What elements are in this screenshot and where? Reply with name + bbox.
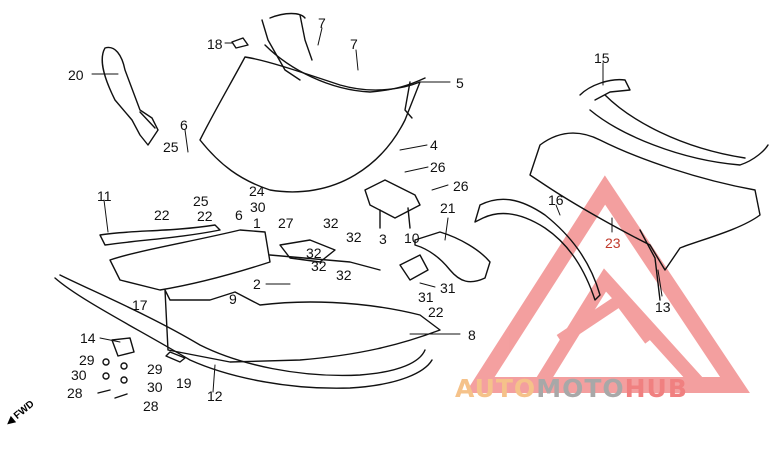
right-cowl <box>529 78 769 301</box>
part-number-20: 20 <box>68 67 84 83</box>
part-number-22: 22 <box>197 208 213 224</box>
part-number-6: 6 <box>180 117 188 133</box>
watermark-text: AUTOMOTOHUB <box>455 374 688 403</box>
part-number-29: 29 <box>147 361 163 377</box>
part-number-22: 22 <box>154 207 170 223</box>
part-number-1: 1 <box>253 215 261 231</box>
part-number-10: 10 <box>404 230 420 246</box>
part-number-31: 31 <box>440 280 456 296</box>
part-18 <box>231 37 249 49</box>
watermark-hub: HUB <box>624 374 688 403</box>
part-number-25: 25 <box>193 193 209 209</box>
part-3-bracket <box>364 179 421 229</box>
part-number-32: 32 <box>306 245 322 261</box>
part-number-7: 7 <box>318 15 326 31</box>
part-11-trim <box>99 224 221 246</box>
hardware-parts <box>97 337 186 399</box>
part-number-30: 30 <box>147 379 163 395</box>
part-number-32: 32 <box>311 258 327 274</box>
part-number-16: 16 <box>548 192 564 208</box>
part-number-19: 19 <box>176 375 192 391</box>
part-number-17: 17 <box>132 297 148 313</box>
part-number-11: 11 <box>97 188 112 204</box>
watermark-logo <box>465 175 750 393</box>
watermark-moto: MOTO <box>536 374 625 403</box>
side-panel-16 <box>474 198 601 301</box>
part-number-27: 27 <box>278 215 294 231</box>
inner-cover <box>54 229 441 389</box>
part-number-13: 13 <box>655 299 671 315</box>
part-number-30: 30 <box>250 199 266 215</box>
part-number-7: 7 <box>350 36 358 52</box>
part-number-26: 26 <box>430 159 446 175</box>
windscreen <box>199 12 426 193</box>
part-number-4: 4 <box>430 137 438 153</box>
leader-lines <box>91 27 663 393</box>
part-number-25: 25 <box>163 139 179 155</box>
part-number-2: 2 <box>253 276 261 292</box>
part-number-32: 32 <box>346 229 362 245</box>
part-number-32: 32 <box>336 267 352 283</box>
part-number-9: 9 <box>229 291 237 307</box>
part-number-31: 31 <box>418 289 434 305</box>
part-number-28: 28 <box>67 385 83 401</box>
part-number-23: 23 <box>605 235 621 251</box>
part-number-6: 6 <box>235 207 243 223</box>
part-number-22: 22 <box>428 304 444 320</box>
part-number-30: 30 <box>71 367 87 383</box>
part-number-32: 32 <box>323 215 339 231</box>
part-number-21: 21 <box>440 200 456 216</box>
part-number-28: 28 <box>143 398 159 414</box>
part-number-14: 14 <box>80 330 96 346</box>
part-number-5: 5 <box>456 75 464 91</box>
part-number-18: 18 <box>207 36 223 52</box>
part-number-15: 15 <box>594 50 610 66</box>
part-20-grip <box>101 46 159 146</box>
part-number-24: 24 <box>249 183 265 199</box>
part-number-26: 26 <box>453 178 469 194</box>
part-number-3: 3 <box>379 231 387 247</box>
part-21 <box>399 231 491 283</box>
part-number-8: 8 <box>468 327 476 343</box>
watermark-auto: AUTO <box>455 374 537 403</box>
part-number-12: 12 <box>207 388 223 404</box>
part-number-29: 29 <box>79 352 95 368</box>
